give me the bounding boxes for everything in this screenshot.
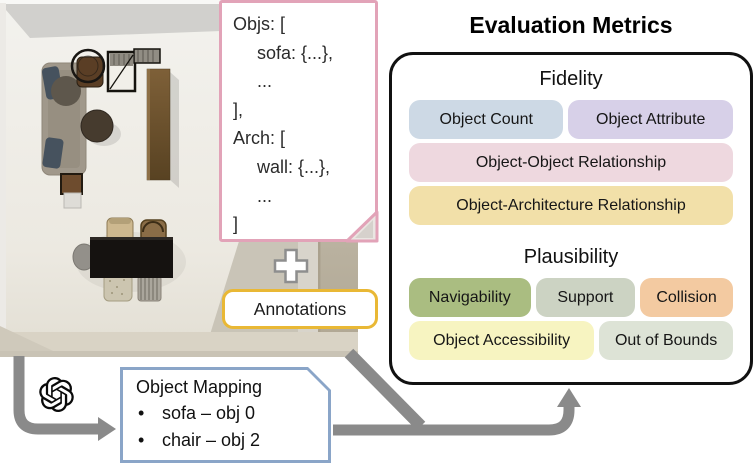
badge-object-object-relationship: Object-Object Relationship xyxy=(409,143,733,182)
plausibility-heading: Plausibility xyxy=(523,246,619,268)
plus-icon xyxy=(273,248,309,284)
object-mapping-item: • sofa – obj 0 xyxy=(136,400,322,427)
badge-out-of-bounds: Out of Bounds xyxy=(599,321,733,360)
fidelity-row-2: Object-Object Relationship xyxy=(409,143,733,182)
badge-collision: Collision xyxy=(640,278,733,317)
annotations-label-text: Annotations xyxy=(253,298,347,319)
badge-object-accessibility: Object Accessibility xyxy=(409,321,595,360)
object-mapping-box: Object Mapping • sofa – obj 0 • chair – … xyxy=(120,367,331,463)
arrow-mapping-to-metrics xyxy=(333,407,575,436)
code-line: wall: {...}, xyxy=(257,156,331,177)
dining-table-shape xyxy=(90,237,173,278)
annotations-callout: Objs: [ sofa: {...}, ... ], Arch: [ wall… xyxy=(219,0,378,242)
object-mapping-item-text: sofa – obj 0 xyxy=(162,403,256,423)
cabinet-shape xyxy=(146,68,179,188)
frame-chair-shape xyxy=(106,48,161,93)
code-line: sofa: {...}, xyxy=(257,42,334,63)
bullet-icon: • xyxy=(138,430,145,450)
object-mapping-item-text: chair – obj 2 xyxy=(162,430,261,450)
code-line: ... xyxy=(257,185,273,206)
round-side-table-shape xyxy=(51,76,81,106)
dining-set-shape xyxy=(72,217,186,302)
code-line: Arch: [ xyxy=(233,128,286,149)
code-line: Objs: [ xyxy=(233,14,286,34)
openai-logo-icon xyxy=(39,377,74,413)
annotations-label: Annotations xyxy=(222,289,378,329)
object-mapping-item: • chair – obj 2 xyxy=(136,427,322,454)
wicker-chair-shape xyxy=(70,48,106,88)
side-table-shape xyxy=(60,173,83,209)
badge-support: Support xyxy=(535,278,636,317)
plausibility-row-2: Object Accessibility Out of Bounds xyxy=(409,321,733,360)
code-line: ] xyxy=(233,214,239,235)
room-left-wall xyxy=(0,3,6,357)
code-line: ], xyxy=(233,99,244,120)
badge-navigability: Navigability xyxy=(409,278,531,317)
callout-tail-icon xyxy=(345,210,379,243)
badge-object-count: Object Count xyxy=(409,100,564,139)
metrics-panel: Fidelity Object Count Object Attribute O… xyxy=(389,52,753,385)
arrow-room-to-mapping-head xyxy=(98,417,116,441)
bullet-icon: • xyxy=(138,403,145,423)
metrics-title: Evaluation Metrics xyxy=(469,12,673,38)
badge-object-architecture-relationship: Object-Architecture Relationship xyxy=(409,186,733,225)
object-mapping-title: Object Mapping xyxy=(136,377,263,397)
badge-object-attribute: Object Attribute xyxy=(568,100,733,139)
fidelity-row-3: Object-Architecture Relationship xyxy=(409,186,733,225)
fidelity-row-1: Object Count Object Attribute xyxy=(409,100,733,139)
arrow-mapping-to-metrics-head xyxy=(557,388,581,407)
plausibility-row-1: Navigability Support Collision xyxy=(409,278,733,317)
coffee-table-shape xyxy=(80,109,121,146)
code-line: ... xyxy=(257,71,273,92)
fidelity-heading: Fidelity xyxy=(539,68,603,90)
